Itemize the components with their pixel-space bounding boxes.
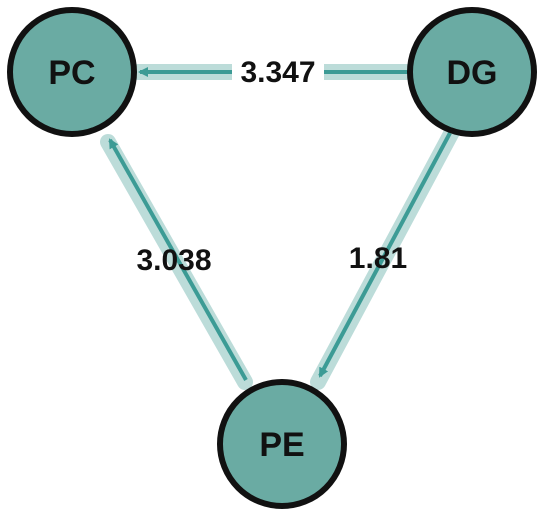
node-pe[interactable]: PE (217, 379, 347, 509)
edge-dg-pc-label: 3.347 (240, 56, 315, 89)
node-pc-circle (7, 7, 137, 137)
node-pc[interactable]: PC (7, 7, 137, 137)
node-pc-label: PC (48, 54, 95, 92)
edge-pe-pc-label: 3.038 (136, 244, 211, 277)
node-dg[interactable]: DG (407, 7, 537, 137)
edge-dg-pc: 3.347 (130, 56, 418, 89)
node-pe-label: PE (259, 426, 304, 464)
node-dg-label: DG (447, 54, 498, 92)
edge-pe-pc: 3.038 (100, 134, 253, 390)
edge-dg-pe-label: 1.81 (349, 242, 407, 275)
edge-pe-pc-line (108, 138, 248, 381)
edge-dg-pc-label-bg (232, 56, 324, 88)
edge-dg-pe-line (318, 132, 452, 378)
node-pe-circle (217, 379, 347, 509)
edge-pe-pc-halo (100, 134, 253, 390)
edge-dg-pe: 1.81 (310, 124, 460, 390)
node-dg-circle (407, 7, 537, 137)
